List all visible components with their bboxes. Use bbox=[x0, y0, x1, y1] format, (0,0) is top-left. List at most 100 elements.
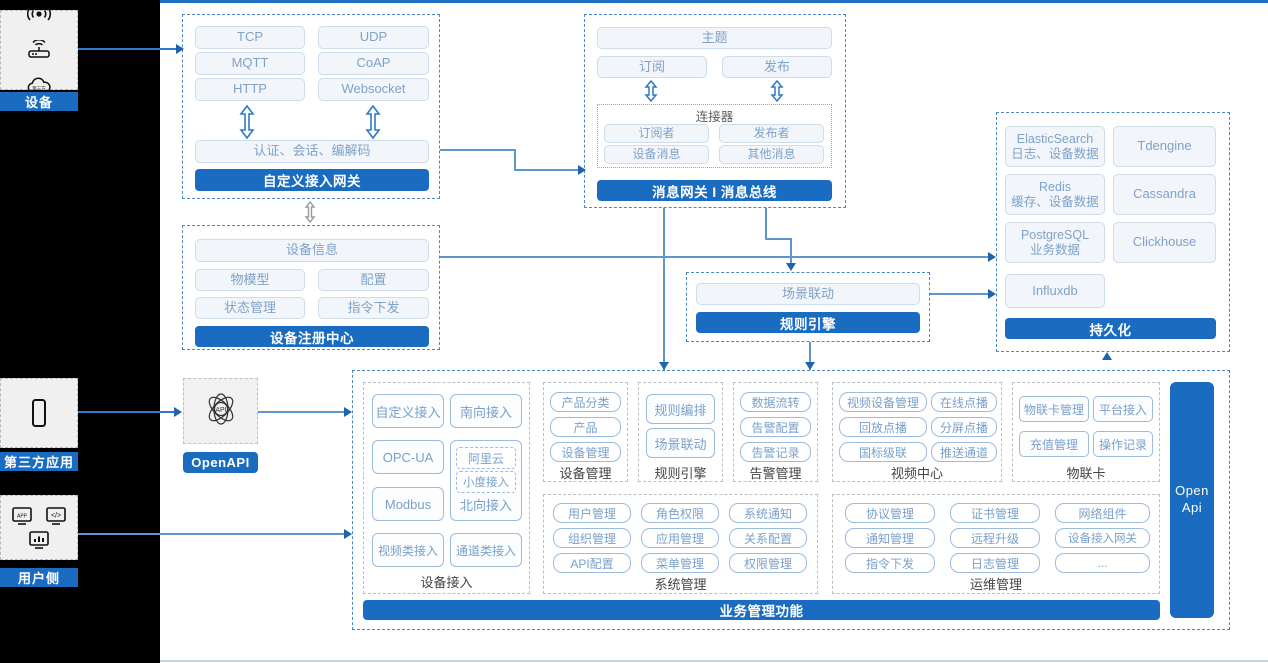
ops-device-gateway[interactable]: 设备接入网关 bbox=[1055, 528, 1150, 548]
alarm-records[interactable]: 告警记录 bbox=[740, 442, 811, 462]
iot-card-mgmt[interactable]: 物联卡管理 bbox=[1019, 396, 1089, 422]
video-device-mgmt[interactable]: 视频设备管理 bbox=[839, 392, 927, 412]
gateway-title-bar[interactable]: 自定义接入网关 bbox=[195, 169, 429, 191]
video-split-screen[interactable]: 分屏点播 bbox=[931, 417, 997, 437]
connector-other-message[interactable]: 其他消息 bbox=[719, 145, 824, 164]
store-redis[interactable]: Redis 缓存、设备数据 bbox=[1005, 174, 1105, 215]
device-access-modbus[interactable]: Modbus bbox=[372, 487, 444, 521]
protocol-udp[interactable]: UDP bbox=[318, 26, 429, 49]
conn-gateway-to-bus-h2 bbox=[514, 169, 580, 171]
store-influxdb-name: Influxdb bbox=[1032, 282, 1078, 298]
sys-user-mgmt[interactable]: 用户管理 bbox=[553, 503, 631, 523]
protocol-websocket-label: Websocket bbox=[341, 81, 406, 97]
registry-state-mgmt[interactable]: 状态管理 bbox=[195, 297, 305, 319]
protocol-tcp[interactable]: TCP bbox=[195, 26, 305, 49]
conn-gateway-to-bus-arrow bbox=[578, 165, 586, 175]
store-postgresql[interactable]: PostgreSQL 业务数据 bbox=[1005, 222, 1105, 263]
business-bottom-bar[interactable]: 业务管理功能 bbox=[363, 600, 1160, 620]
video-playback[interactable]: 回放点播 bbox=[839, 417, 927, 437]
rule-scene[interactable]: 场景联动 bbox=[646, 428, 715, 458]
store-cassandra[interactable]: Cassandra bbox=[1113, 174, 1216, 215]
store-clickhouse[interactable]: Clickhouse bbox=[1113, 222, 1216, 263]
ops-notify-mgmt[interactable]: 通知管理 bbox=[845, 528, 935, 548]
iot-platform-access[interactable]: 平台接入 bbox=[1093, 396, 1153, 422]
registry-title-bar[interactable]: 设备注册中心 bbox=[195, 326, 429, 347]
sys-menu-mgmt[interactable]: 菜单管理 bbox=[641, 553, 719, 573]
registry-config[interactable]: 配置 bbox=[318, 269, 429, 291]
device-mgmt-product[interactable]: 产品 bbox=[550, 417, 621, 437]
protocol-mqtt-label: MQTT bbox=[231, 55, 269, 71]
registry-device-info[interactable]: 设备信息 bbox=[195, 239, 429, 262]
protocol-mqtt[interactable]: MQTT bbox=[195, 52, 305, 75]
store-elasticsearch[interactable]: ElasticSearch 日志、设备数据 bbox=[1005, 126, 1105, 167]
registry-command-dispatch[interactable]: 指令下发 bbox=[318, 297, 429, 319]
openapi-side-bar[interactable]: Open Api bbox=[1170, 382, 1214, 618]
group-caption-rule-engine-text: 规则引擎 bbox=[654, 465, 707, 481]
device-access-opcua[interactable]: OPC-UA bbox=[372, 440, 444, 474]
conn-bus-down-mid-h bbox=[765, 238, 792, 240]
ops-remote-upgrade[interactable]: 远程升级 bbox=[950, 528, 1040, 548]
rule-engine-title-bar[interactable]: 规则引擎 bbox=[696, 312, 920, 333]
iot-operation-records[interactable]: 操作记录 bbox=[1093, 431, 1153, 457]
video-online-play[interactable]: 在线点播 bbox=[931, 392, 997, 412]
ops-more[interactable]: ... bbox=[1055, 553, 1150, 573]
device-access-southbound-label: 南向接入 bbox=[459, 404, 512, 420]
sys-org-mgmt[interactable]: 组织管理 bbox=[553, 528, 631, 548]
registry-thing-model[interactable]: 物模型 bbox=[195, 269, 305, 291]
sys-app-mgmt[interactable]: 应用管理 bbox=[641, 528, 719, 548]
mobile-phone-icon bbox=[22, 398, 56, 428]
connector-device-message[interactable]: 设备消息 bbox=[604, 145, 709, 164]
device-access-channel[interactable]: 通道类接入 bbox=[450, 533, 522, 567]
protocol-http[interactable]: HTTP bbox=[195, 78, 305, 101]
device-access-video[interactable]: 视频类接入 bbox=[372, 533, 444, 567]
message-subscribe[interactable]: 订阅 bbox=[597, 56, 707, 78]
persistence-title-bar[interactable]: 持久化 bbox=[1005, 318, 1216, 339]
alarm-data-flow[interactable]: 数据流转 bbox=[740, 392, 811, 412]
sys-api-config[interactable]: API配置 bbox=[553, 553, 631, 573]
sys-notification[interactable]: 系统通知 bbox=[729, 503, 807, 523]
svg-text:APP: APP bbox=[17, 513, 28, 519]
ops-network-component[interactable]: 网络组件 bbox=[1055, 503, 1150, 523]
device-access-southbound[interactable]: 南向接入 bbox=[450, 394, 522, 428]
device-access-custom[interactable]: 自定义接入 bbox=[372, 394, 444, 428]
conn-rule-down-arrow bbox=[805, 362, 815, 370]
connector-subscriber[interactable]: 订阅者 bbox=[604, 124, 709, 143]
video-push-channel[interactable]: 推送通道 bbox=[931, 442, 997, 462]
store-influxdb[interactable]: Influxdb bbox=[1005, 274, 1105, 308]
device-access-xiaodu[interactable]: 小度接入 bbox=[456, 471, 516, 493]
group-caption-video-center-text: 视频中心 bbox=[890, 465, 943, 481]
message-topic[interactable]: 主题 bbox=[597, 27, 832, 49]
device-access-modbus-label: Modbus bbox=[384, 496, 432, 512]
video-gb-cascade[interactable]: 国标级联 bbox=[839, 442, 927, 462]
alarm-config[interactable]: 告警配置 bbox=[740, 417, 811, 437]
ops-log-mgmt[interactable]: 日志管理 bbox=[950, 553, 1040, 573]
svg-text:API: API bbox=[215, 407, 226, 414]
sys-permission-mgmt[interactable]: 权限管理 bbox=[729, 553, 807, 573]
device-mgmt-devices-label: 设备管理 bbox=[561, 445, 610, 460]
device-access-aliyun[interactable]: 阿里云 bbox=[456, 447, 516, 469]
sys-relation-config[interactable]: 关系配置 bbox=[729, 528, 807, 548]
ops-command-dispatch[interactable]: 指令下发 bbox=[845, 553, 935, 573]
message-bus-title-bar[interactable]: 消息网关 I 消息总线 bbox=[597, 180, 832, 201]
group-caption-rule-engine: 规则引擎 bbox=[638, 463, 723, 481]
rule-scene-linkage[interactable]: 场景联动 bbox=[696, 283, 920, 305]
ops-protocol-mgmt[interactable]: 协议管理 bbox=[845, 503, 935, 523]
rule-orchestration[interactable]: 规则编排 bbox=[646, 394, 715, 424]
message-publish[interactable]: 发布 bbox=[722, 56, 832, 78]
svg-text:</>: </> bbox=[51, 512, 61, 519]
ops-protocol-mgmt-label: 协议管理 bbox=[865, 506, 914, 521]
ops-cert-mgmt[interactable]: 证书管理 bbox=[950, 503, 1040, 523]
device-mgmt-product-category[interactable]: 产品分类 bbox=[550, 392, 621, 412]
conn-rule-down bbox=[809, 342, 811, 370]
openapi-label[interactable]: OpenAPI bbox=[183, 452, 258, 473]
sys-role-permission[interactable]: 角色权限 bbox=[641, 503, 719, 523]
gateway-auth-session-codec[interactable]: 认证、会话、编解码 bbox=[195, 140, 429, 163]
protocol-websocket[interactable]: Websocket bbox=[318, 78, 429, 101]
alarm-data-flow-label: 数据流转 bbox=[751, 395, 800, 410]
connector-publisher[interactable]: 发布者 bbox=[719, 124, 824, 143]
iot-recharge-mgmt[interactable]: 充值管理 bbox=[1019, 431, 1089, 457]
device-mgmt-devices[interactable]: 设备管理 bbox=[550, 442, 621, 462]
store-tdengine[interactable]: Tdengine bbox=[1113, 126, 1216, 167]
user-side-icon-group: APP </> bbox=[1, 499, 77, 557]
protocol-coap[interactable]: CoAP bbox=[318, 52, 429, 75]
